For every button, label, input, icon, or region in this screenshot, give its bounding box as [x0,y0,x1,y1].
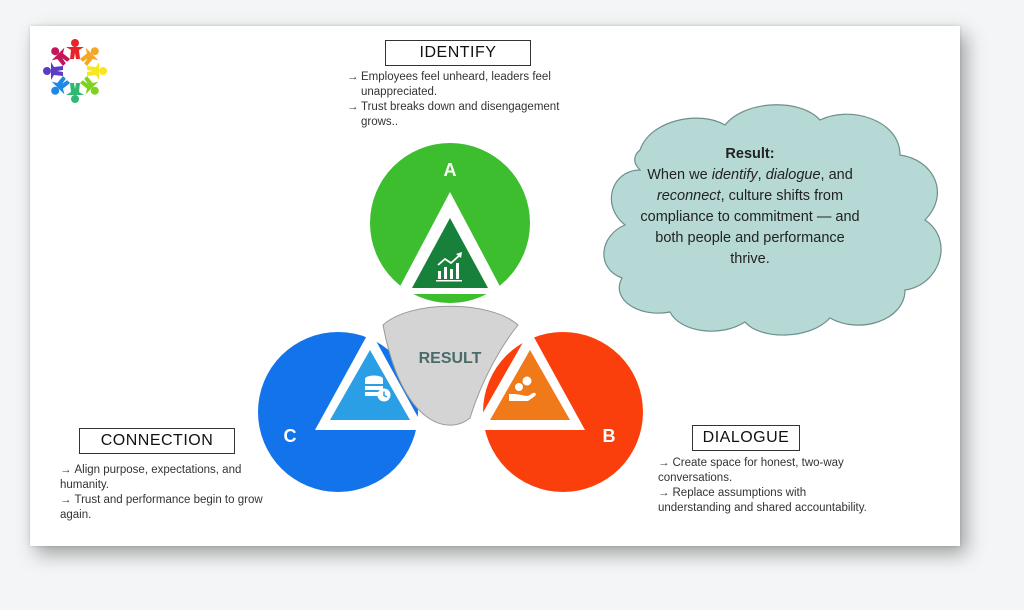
logo-person [66,39,84,59]
result-cloud-text: Result: When we identify, dialogue, and … [640,144,860,270]
result-text-sep1: , [757,167,766,183]
identify-notes: Employees feel unheard, leaders feel una… [347,70,597,130]
chart-growth-icon [436,252,462,282]
node-a-letter: A [444,160,457,180]
dialogue-label: DIALOGUE [692,425,800,451]
logo-person [51,47,71,67]
logo-person [87,62,107,80]
identify-note-1: Employees feel unheard, leaders feel una… [347,70,597,100]
result-text-reconnect: reconnect [656,188,721,204]
connection-note-2: Trust and performance begin to grow agai… [60,493,265,523]
identify-note-2: Trust breaks down and disengagement grow… [347,100,597,130]
dialogue-note-2: Replace assumptions with understanding a… [658,486,873,516]
people-circle-logo [43,39,107,103]
node-c-letter: C [284,426,297,446]
database-clock-icon [365,375,391,402]
result-text-dialogue: dialogue [765,167,821,183]
logo-person [43,62,63,80]
logo-person [79,47,99,67]
logo-person [51,75,71,95]
center-result-shape [382,305,519,426]
result-title: Result: [725,146,775,162]
node-a-inner [412,218,488,288]
node-c-inner [330,350,410,420]
dialogue-note-1: Create space for honest, two-way convers… [658,456,873,486]
connection-note-1: Align purpose, expectations, and humanit… [60,463,265,493]
logo-person [79,75,99,95]
node-b-letter: B [603,426,616,446]
identify-label: IDENTIFY [385,40,531,66]
money-hand-icon [509,376,536,401]
connection-notes: Align purpose, expectations, and humanit… [60,463,265,523]
connection-label: CONNECTION [79,428,235,454]
dialogue-notes: Create space for honest, two-way convers… [658,456,873,516]
result-text-sep2: , and [820,167,853,183]
center-result-label: RESULT [419,350,482,367]
result-text-part2: , culture shifts from compliance to comm… [640,188,860,267]
result-text-part1: When we [647,167,712,183]
result-cloud-shape [603,104,942,336]
node-b-inner [490,350,570,420]
result-text-identify: identify [711,167,758,183]
logo-person [66,83,84,103]
